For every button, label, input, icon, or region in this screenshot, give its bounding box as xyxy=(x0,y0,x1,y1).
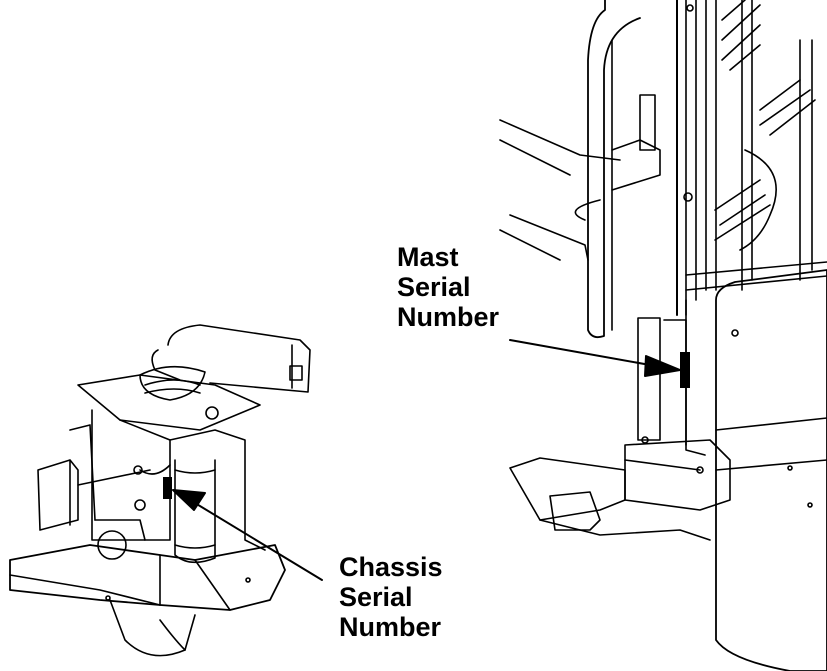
callout-arrows xyxy=(172,339,681,581)
mast-serial-number-label: Mast Serial Number xyxy=(397,242,499,332)
chassis-arrow-line xyxy=(194,502,323,581)
chassis-arrow-head xyxy=(172,489,206,511)
mast-label-line-3: Number xyxy=(397,302,500,332)
chassis-serial-plate xyxy=(163,477,172,499)
chassis-label-line-1: Chassis xyxy=(339,552,443,582)
mast-arrow-line xyxy=(509,339,651,366)
chassis-serial-number-label: Chassis Serial Number xyxy=(339,552,443,642)
mast-label-line-1: Mast xyxy=(397,242,459,272)
mast-serial-plate xyxy=(680,352,690,388)
chassis-assembly xyxy=(9,324,311,657)
mast-arrow-head xyxy=(644,355,681,377)
mast-label-line-2: Serial xyxy=(397,272,471,302)
chassis-label-line-3: Number xyxy=(339,612,442,642)
chassis-label-line-2: Serial xyxy=(339,582,413,612)
mast-assembly xyxy=(499,0,827,671)
